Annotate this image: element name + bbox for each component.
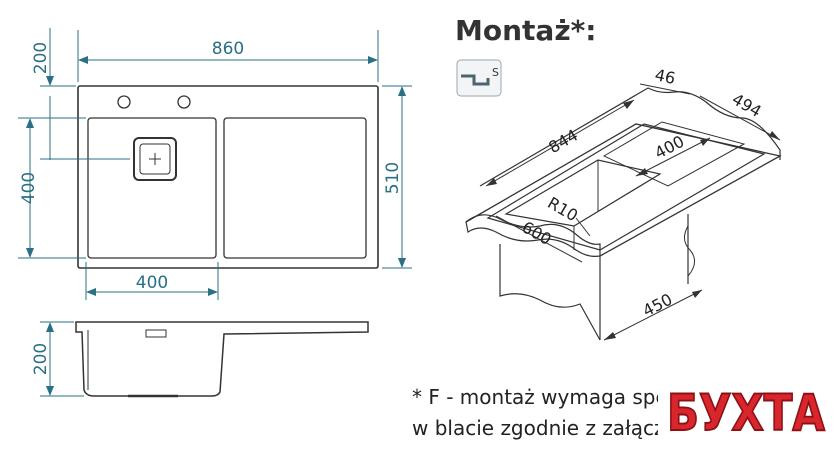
mount-title: Montaż*: xyxy=(455,14,596,47)
dim-iso-lip: 46 xyxy=(653,65,677,88)
drainboard-outline xyxy=(223,117,367,259)
dim-top-width: 860 xyxy=(212,39,244,59)
dim-left-height: 400 xyxy=(19,172,39,204)
dim-top-offset: 200 xyxy=(31,42,51,74)
sink-outline xyxy=(77,85,379,269)
dim-iso-radius: R10 xyxy=(544,193,581,225)
overflow-slot xyxy=(145,329,167,338)
tap-hole xyxy=(117,95,131,109)
bowl-outline xyxy=(87,117,217,259)
drain xyxy=(133,137,177,181)
dim-bowl-width: 400 xyxy=(136,273,168,293)
note-line-2: w blacie zgodnie z załącz xyxy=(412,416,665,440)
cabinet-front xyxy=(499,244,601,341)
dim-iso-depth: 494 xyxy=(729,89,765,121)
tap-hole xyxy=(177,95,191,109)
drain-inner xyxy=(139,143,171,175)
dim-right-height: 510 xyxy=(383,162,403,194)
sink-lip xyxy=(486,123,766,251)
side-profile xyxy=(75,321,369,397)
note-line-1: * F - montaż wymaga spe xyxy=(412,385,668,409)
dim-iso-bowl: 400 xyxy=(651,132,687,163)
dim-side-depth: 200 xyxy=(31,343,51,375)
counter-back-edge xyxy=(479,87,781,187)
top-view: 860 200 400 510 400 xyxy=(18,28,412,300)
mount-icon-letter: S xyxy=(492,66,499,79)
dim-iso-cabinet: 450 xyxy=(640,290,676,321)
mount-icon: S xyxy=(456,59,502,97)
iso-bowl xyxy=(504,159,662,227)
side-view: 200 xyxy=(31,321,369,398)
isometric-view: 844 46 494 400 R10 600 450 xyxy=(465,65,782,341)
logo-wordmark: БУХТА xyxy=(667,383,825,441)
